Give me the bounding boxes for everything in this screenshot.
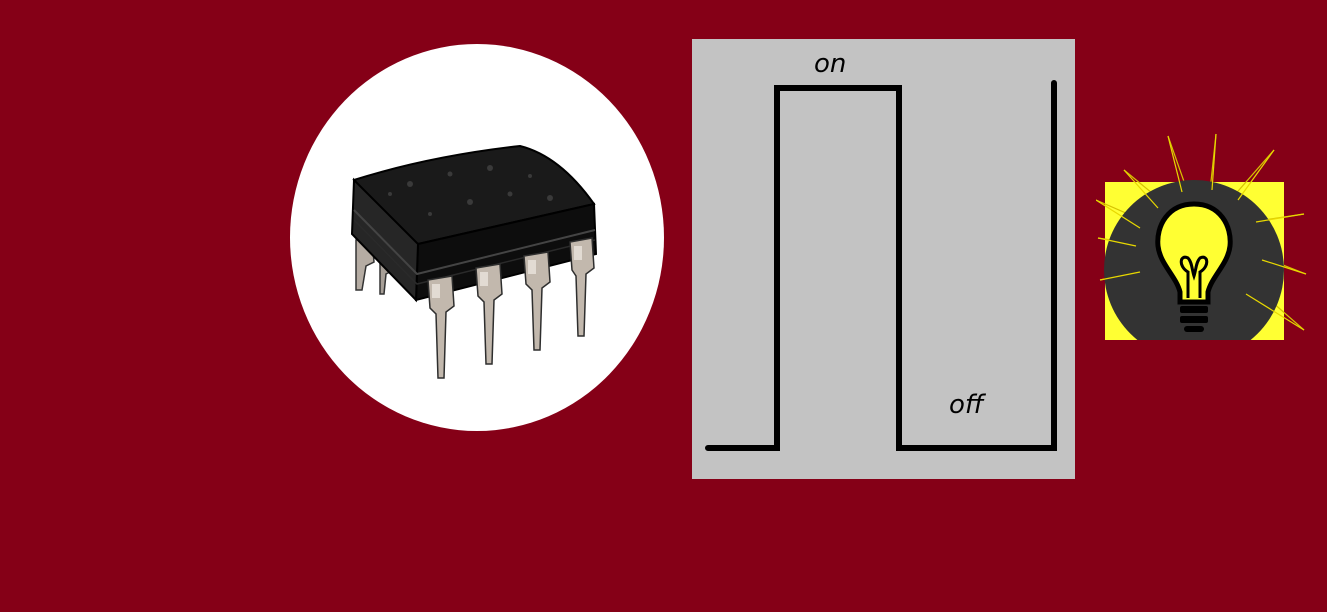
chip-backdrop: [290, 44, 664, 431]
on-label: on: [814, 49, 847, 79]
lightbulb-graphic: [1096, 130, 1311, 340]
signal-panel: on off: [692, 39, 1075, 479]
lightbulb-icon: [1096, 133, 1307, 340]
square-wave: [705, 80, 1057, 451]
ic-chip-icon: [350, 144, 598, 379]
off-label: off: [949, 390, 984, 420]
